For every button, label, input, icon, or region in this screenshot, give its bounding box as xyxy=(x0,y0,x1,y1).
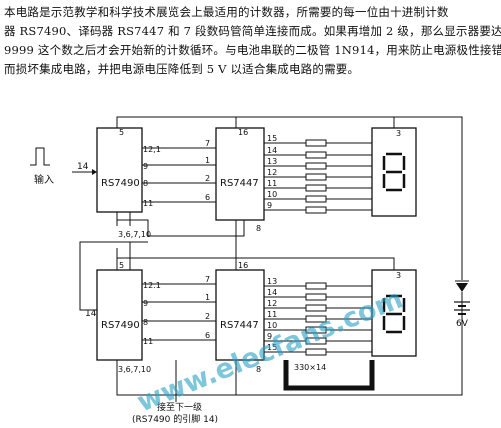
segment-lines-1 xyxy=(264,139,372,214)
svg-text:3,6,7,10: 3,6,7,10 xyxy=(118,230,151,239)
paragraph-line-3: 9999 这个数之后才会开始新的计数循环。与电池串联的二极管 1N914，用来防… xyxy=(4,43,501,57)
svg-text:15: 15 xyxy=(267,343,277,352)
svg-text:6: 6 xyxy=(205,331,210,340)
counter-chip-2-label: RS7490 xyxy=(101,320,140,331)
svg-text:14: 14 xyxy=(267,288,277,297)
counter-chip-2 xyxy=(96,269,143,361)
svg-text:14: 14 xyxy=(77,162,89,172)
svg-text:9: 9 xyxy=(143,299,148,308)
svg-text:5: 5 xyxy=(119,128,124,137)
svg-text:16: 16 xyxy=(238,261,248,270)
svg-text:11: 11 xyxy=(267,179,277,188)
svg-text:3: 3 xyxy=(396,129,401,138)
svg-text:8: 8 xyxy=(256,224,261,233)
svg-text:8: 8 xyxy=(256,365,261,374)
svg-text:13: 13 xyxy=(267,157,277,166)
battery-icon xyxy=(454,301,470,315)
svg-text:12.1: 12.1 xyxy=(143,281,161,290)
svg-text:3: 3 xyxy=(396,271,401,280)
segment-lines-2 xyxy=(264,282,372,356)
diode-icon xyxy=(455,280,469,292)
svg-text:6: 6 xyxy=(205,193,210,202)
ground-rail xyxy=(116,302,463,396)
svg-text:12,1: 12,1 xyxy=(143,145,161,154)
decoder-chip-1-label: RS7447 xyxy=(220,178,259,189)
decoder-chip-2 xyxy=(215,269,265,361)
svg-text:14: 14 xyxy=(267,146,277,155)
vcc-rail xyxy=(116,116,463,280)
resistor-label: 330×14 xyxy=(294,363,326,372)
svg-text:9: 9 xyxy=(143,162,148,171)
svg-text:5: 5 xyxy=(119,261,124,270)
digit-8-icon xyxy=(382,152,406,192)
battery-label: 6V xyxy=(456,319,469,329)
svg-text:2: 2 xyxy=(205,312,210,321)
digit-8-icon xyxy=(382,294,406,334)
svg-text:9: 9 xyxy=(267,201,272,210)
svg-text:11: 11 xyxy=(267,310,277,319)
svg-text:12: 12 xyxy=(267,299,277,308)
svg-text:10: 10 xyxy=(267,321,277,330)
description-paragraph: 本电路是示范教学和科学技术展览会上最适用的计数器，所需要的每一位由十进制计数 器… xyxy=(4,3,501,79)
svg-text:10: 10 xyxy=(267,190,277,199)
svg-text:7: 7 xyxy=(205,139,210,148)
decoder-chip-1 xyxy=(215,127,265,221)
svg-text:9: 9 xyxy=(267,332,272,341)
decoder-chip-2-label: RS7447 xyxy=(220,320,259,331)
svg-text:1: 1 xyxy=(205,156,210,165)
paragraph-line-2: 器 RS7490、译码器 RS7447 和 7 段数码管简单连接而成。如果再增加… xyxy=(4,24,501,38)
svg-text:15: 15 xyxy=(267,134,277,143)
svg-text:11: 11 xyxy=(143,199,153,208)
counter-chip-1-label: RS7490 xyxy=(101,178,140,189)
vcc-rail-stage2 xyxy=(116,248,237,270)
paragraph-line-1: 本电路是示范教学和科学技术展览会上最适用的计数器，所需要的每一位由十进制计数 xyxy=(4,5,449,19)
svg-text:1: 1 xyxy=(205,293,210,302)
svg-text:3,6,7,10: 3,6,7,10 xyxy=(118,365,151,374)
svg-text:13: 13 xyxy=(267,277,277,286)
next-stage-label: 接至下一级 xyxy=(157,401,202,413)
next-stage-pin-label: (RS7490 的引脚 14) xyxy=(132,413,218,425)
counter-chip-1 xyxy=(96,127,143,213)
svg-text:7: 7 xyxy=(205,275,210,284)
svg-text:8: 8 xyxy=(143,318,148,327)
input-pulse-icon xyxy=(30,147,50,166)
input-arrow-icon xyxy=(92,169,97,175)
svg-text:11: 11 xyxy=(143,337,153,346)
svg-text:12: 12 xyxy=(267,168,277,177)
input-label: 输入 xyxy=(34,173,54,186)
svg-text:2: 2 xyxy=(205,174,210,183)
paragraph-line-4: 而损坏集成电路，并把电源电压降低到 5 V 以适合集成电路的需要。 xyxy=(4,62,360,76)
svg-text:16: 16 xyxy=(238,128,248,137)
resistor-network xyxy=(283,360,375,391)
svg-text:14: 14 xyxy=(85,309,97,319)
